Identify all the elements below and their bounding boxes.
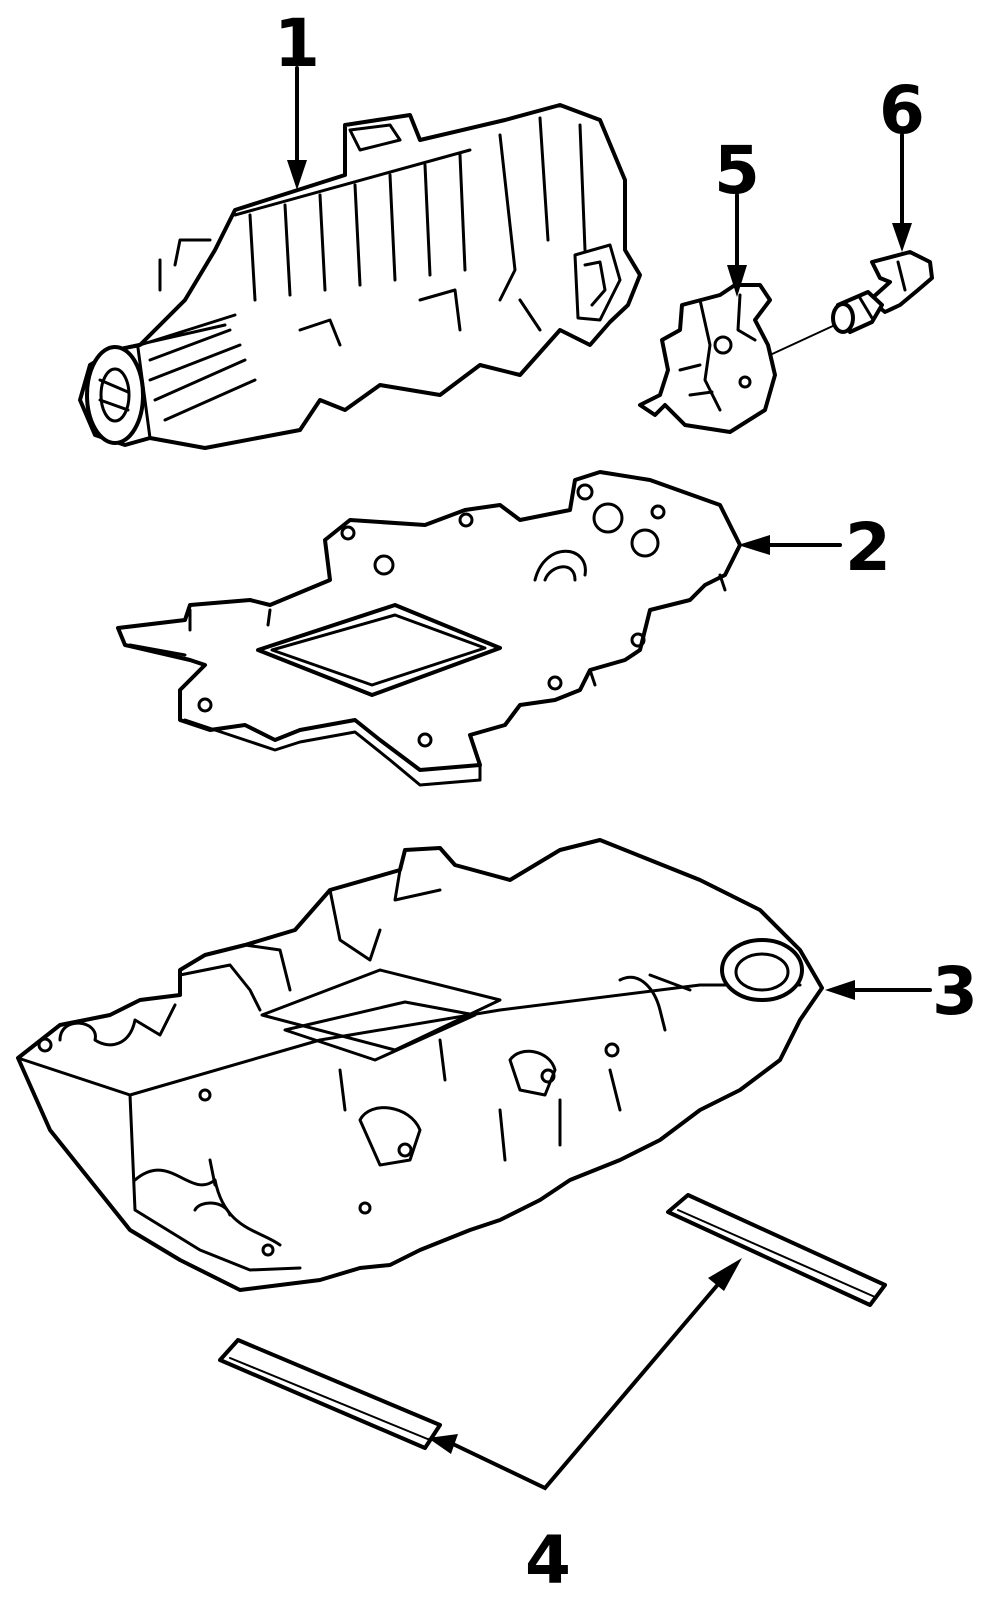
vacuum-hose-icon bbox=[831, 250, 934, 334]
callout-6: 6 bbox=[879, 72, 925, 149]
bracket-icon bbox=[638, 283, 836, 434]
callout-4: 4 bbox=[525, 1522, 571, 1599]
leader-line-3 bbox=[825, 980, 932, 1000]
gasket-icon bbox=[116, 470, 742, 787]
callout-5: 5 bbox=[714, 132, 760, 209]
leader-line-4 bbox=[428, 1258, 742, 1491]
leader-line-5 bbox=[727, 193, 747, 297]
leader-line-6 bbox=[892, 133, 912, 252]
callout-3: 3 bbox=[932, 953, 978, 1030]
supercharger-icon bbox=[78, 103, 642, 450]
leader-line-2 bbox=[738, 535, 842, 555]
callout-2: 2 bbox=[845, 509, 891, 586]
leader-line-1 bbox=[287, 66, 307, 190]
manifold-gasket-strip-icon bbox=[218, 1193, 887, 1450]
callout-1: 1 bbox=[274, 5, 320, 82]
intake-manifold-icon bbox=[16, 838, 824, 1292]
